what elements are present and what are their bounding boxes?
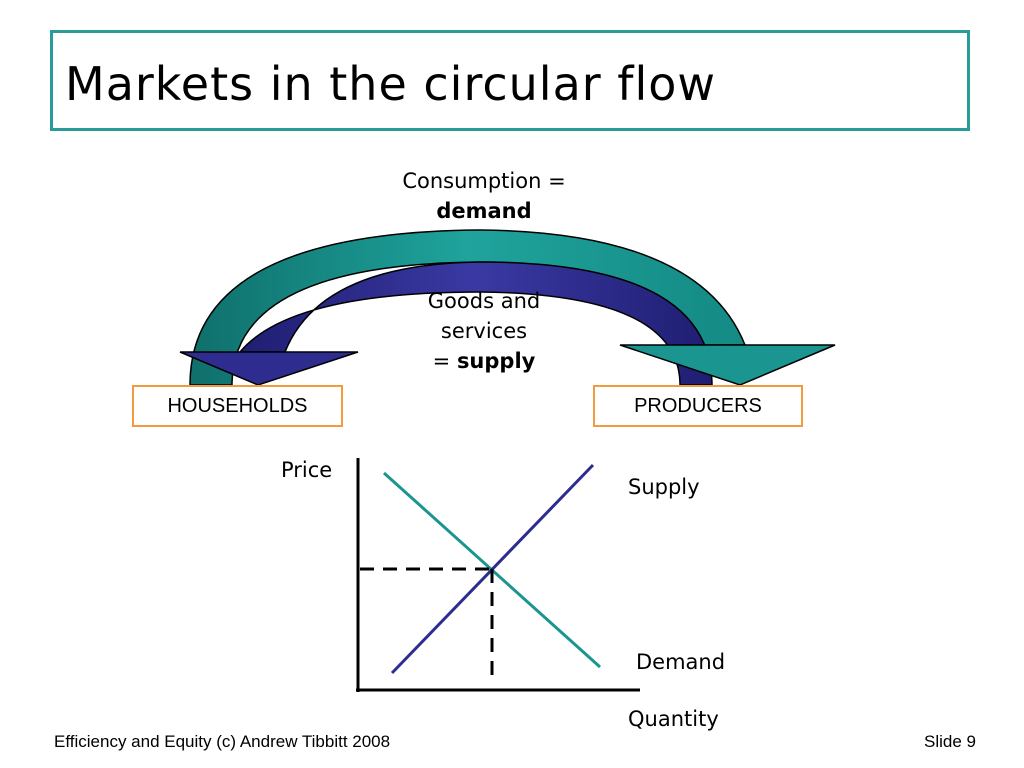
demand-arrowhead <box>619 344 836 386</box>
consumption-text: Consumption = <box>402 169 566 193</box>
price-axis-label: Price <box>281 458 333 482</box>
slide-number: Slide 9 <box>924 732 976 751</box>
consumption-label: Consumption = demand <box>384 166 584 226</box>
quantity-axis-label: Quantity <box>628 707 719 731</box>
goods-text: Goods and <box>427 289 541 313</box>
households-box: HOUSEHOLDS <box>132 385 343 427</box>
supply-arrowhead <box>179 351 359 386</box>
goods-services-label: Goods and services = supply <box>404 286 564 376</box>
title-frame: Markets in the circular flow <box>50 30 970 131</box>
demand-flow-arc <box>189 229 747 386</box>
supply-text: supply <box>456 349 536 373</box>
producers-label: PRODUCERS <box>634 394 762 417</box>
demand-text: demand <box>436 199 532 223</box>
footer-credit: Efficiency and Equity (c) Andrew Tibbitt… <box>54 732 391 751</box>
services-text: services <box>440 319 528 343</box>
supply-curve-label: Supply <box>628 475 700 499</box>
households-label: HOUSEHOLDS <box>167 394 308 417</box>
demand-curve-label: Demand <box>636 650 726 674</box>
slide-title: Markets in the circular flow <box>65 57 717 111</box>
producers-box: PRODUCERS <box>593 385 803 427</box>
equals-text: = <box>432 349 457 373</box>
